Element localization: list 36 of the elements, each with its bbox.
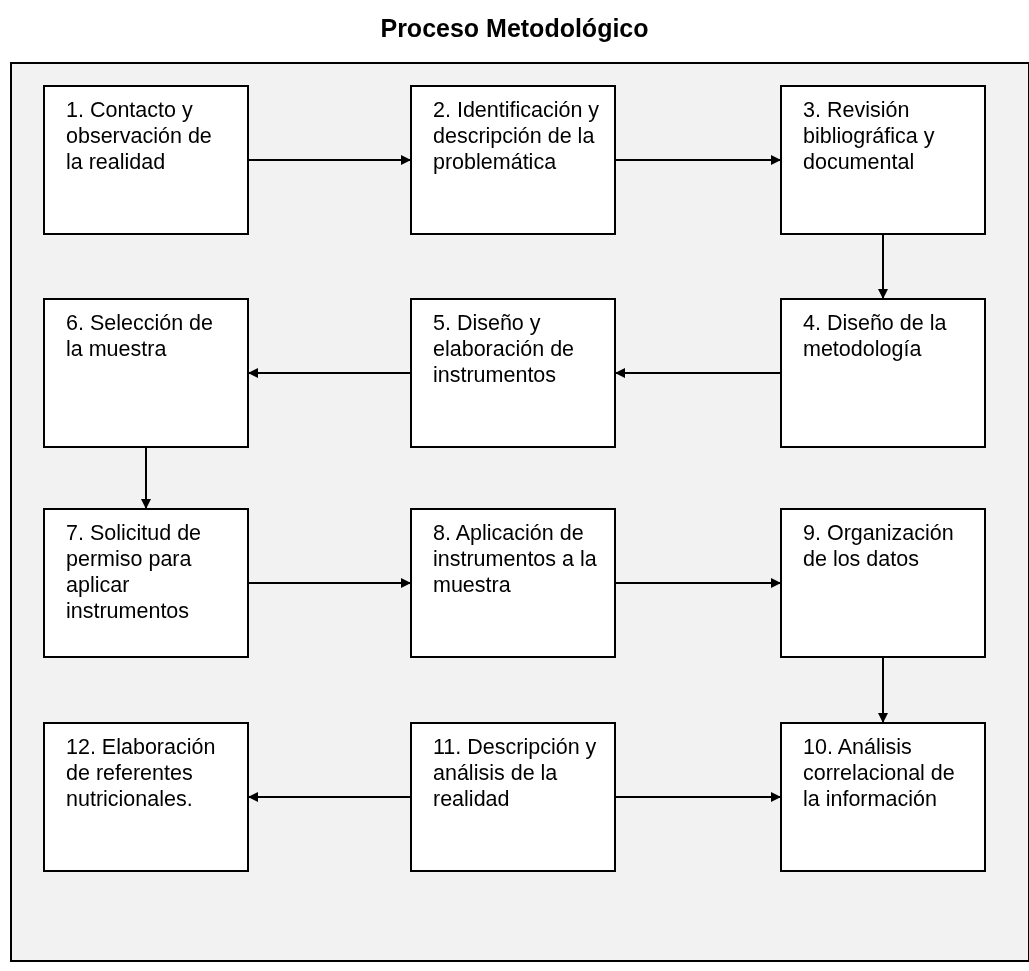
process-box: [780, 298, 986, 448]
process-box: [43, 722, 249, 872]
step-text: 10. Análisis correlacional de la información: [803, 734, 956, 812]
step-text: 7. Solicitud de permiso para aplicar instrumentos: [66, 520, 203, 624]
diagram-title: Proceso Metodológico: [379, 14, 650, 43]
process-box: [43, 508, 249, 658]
step-text: 1. Contacto y observación de la realidad: [66, 97, 213, 175]
step-text: 9. Organización de los datos: [803, 520, 955, 572]
arrow: [615, 155, 781, 165]
process-box: [43, 85, 249, 235]
process-box: [410, 298, 616, 448]
step-text: 4. Diseño de la metodología: [803, 310, 948, 362]
step-text: 12. Elaboración de referentes nutricionales.: [66, 734, 217, 812]
process-box: [780, 722, 986, 872]
arrow: [615, 368, 781, 378]
arrow: [878, 234, 888, 299]
step-text: 6. Selección de la muestra: [66, 310, 214, 362]
arrow: [248, 578, 411, 588]
step-text: 3. Revisión bibliográfica y documental: [803, 97, 936, 175]
step-text: 11. Descripción y análisis de la realidad: [433, 734, 598, 812]
process-box: [410, 508, 616, 658]
process-box: [43, 298, 249, 448]
process-box: [780, 508, 986, 658]
arrow: [248, 792, 411, 802]
step-text: 8. Aplicación de instrumentos a la muestra: [433, 520, 598, 598]
arrow: [248, 368, 411, 378]
arrow: [615, 578, 781, 588]
arrow: [248, 155, 411, 165]
arrow: [615, 792, 781, 802]
process-box: [410, 85, 616, 235]
process-box: [410, 722, 616, 872]
step-text: 2. Identificación y descripción de la problemática: [433, 97, 600, 175]
arrow: [878, 657, 888, 723]
step-text: 5. Diseño y elaboración de instrumentos: [433, 310, 576, 388]
arrow: [141, 447, 151, 509]
process-box: [780, 85, 986, 235]
